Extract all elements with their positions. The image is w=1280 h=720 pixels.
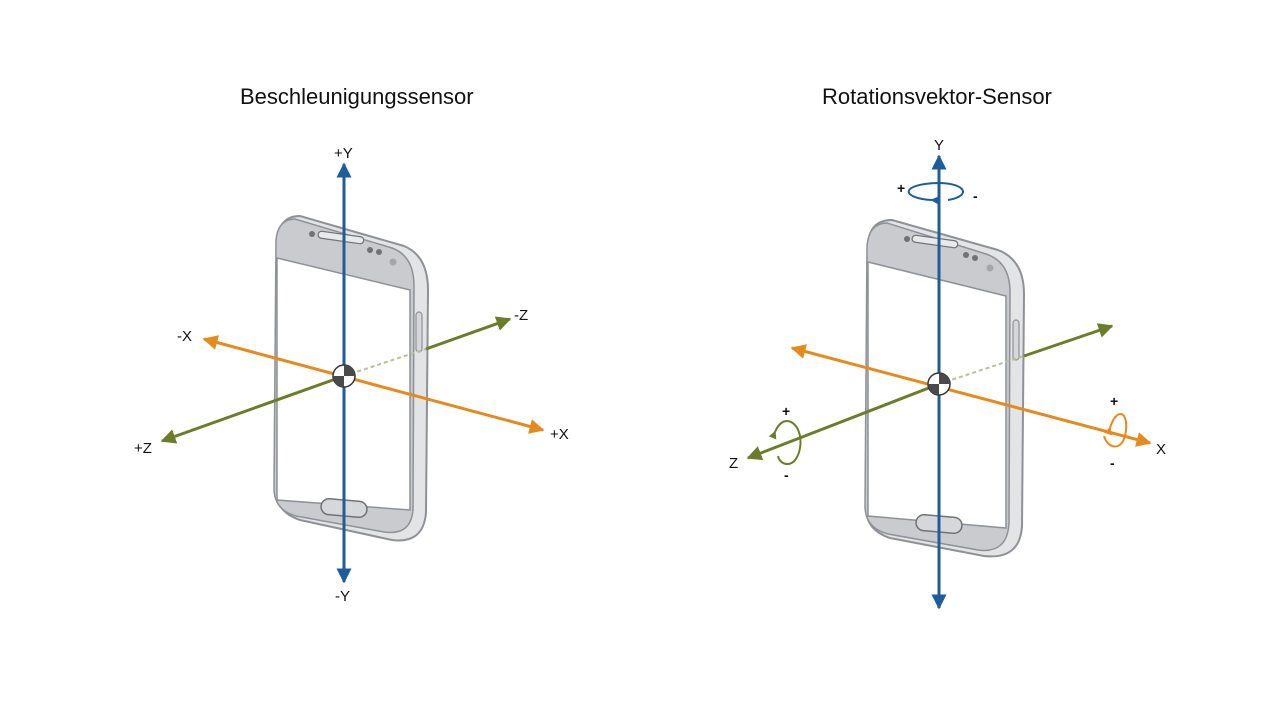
label-y-neg: -Y [335,588,350,605]
origin-right [927,372,951,396]
x-rotation-plus: + [1110,393,1118,409]
label-x: X [1156,441,1166,458]
y-rotation-arrow [907,181,964,205]
x-rotation-arrow [1103,413,1128,448]
label-x-pos: +X [550,426,569,443]
label-z: Z [729,455,738,472]
label-y: Y [934,137,944,154]
z-rotation-minus: - [784,467,789,483]
origin-left [332,364,356,388]
x-rotation-minus: - [1110,455,1115,471]
x-axis-left [202,335,545,434]
label-x-neg: -X [177,328,192,345]
z-rotation-plus: + [782,403,790,419]
label-z-neg: -Z [514,307,528,324]
accelerometer-title: Beschleunigungssensor [240,84,474,109]
rotation-vector-title: Rotationsvektor-Sensor [822,84,1052,109]
z-axis-right-back [1023,323,1114,358]
label-y-pos: +Y [334,145,353,162]
z-rotation-arrow [768,420,802,465]
y-rotation-plus: + [897,180,905,196]
x-axis-right [790,344,1152,447]
label-z-pos: +Z [134,440,152,457]
z-axis-left-neg [425,316,512,351]
y-rotation-minus: - [973,188,978,204]
